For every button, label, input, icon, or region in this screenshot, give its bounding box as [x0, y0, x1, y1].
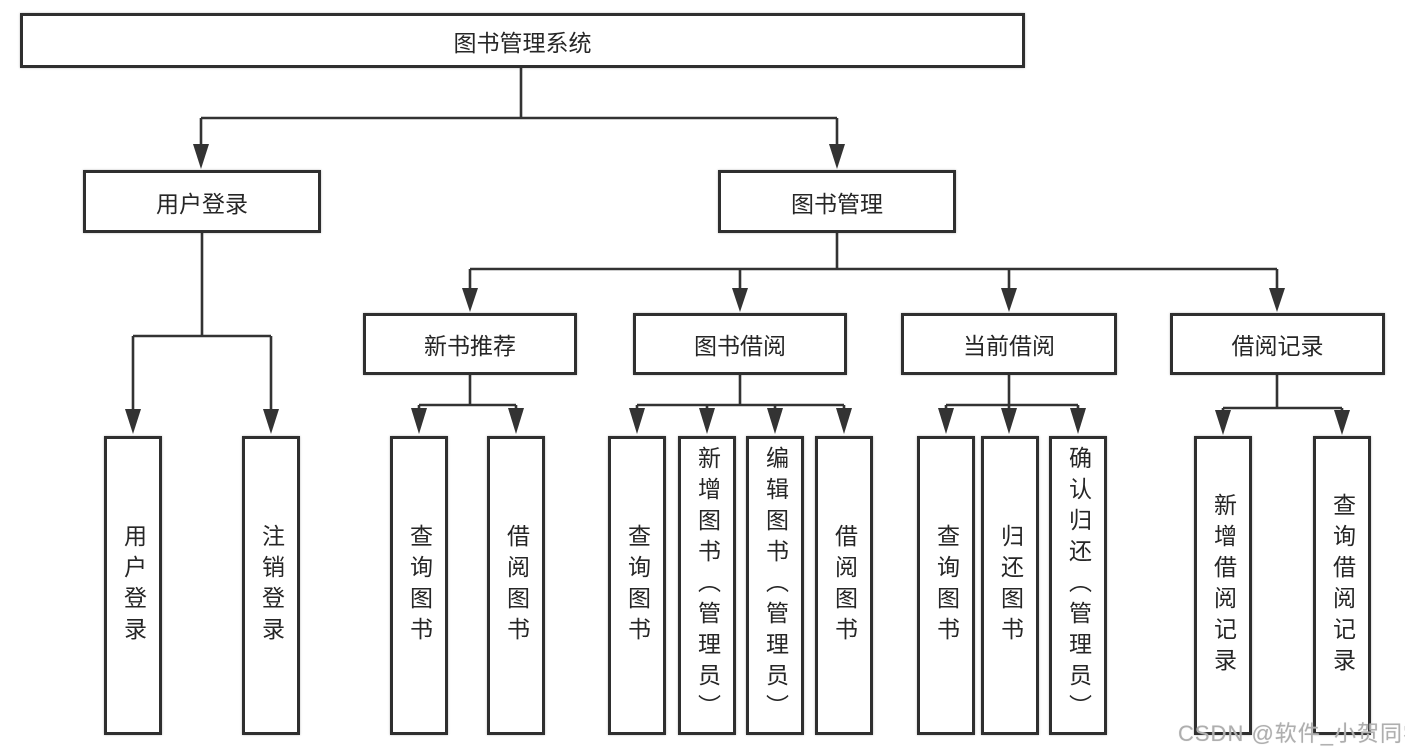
node-label: 新书推荐: [424, 333, 516, 359]
arrowhead: [508, 408, 524, 434]
leaf-label: 用户登录: [120, 523, 147, 648]
connector-newbook-to-leaves: [411, 375, 524, 434]
node-label: 图书借阅: [694, 333, 786, 359]
arrowhead: [1001, 288, 1017, 312]
arrowhead: [462, 288, 478, 312]
leaf-borrow-book: 借阅图书: [815, 436, 873, 735]
leaf-label: 确认归还（管理员）: [1065, 446, 1092, 725]
node-book-management: 图书管理: [718, 170, 956, 233]
arrowhead: [411, 408, 427, 434]
leaf-label: 新增图书（管理员）: [694, 446, 721, 725]
leaf-label: 借阅图书: [831, 523, 858, 648]
arrowhead: [938, 408, 954, 434]
node-label: 借阅记录: [1231, 333, 1324, 359]
leaf-query-book: 查询图书: [608, 436, 666, 735]
leaf-confirm-return-admin: 确认归还（管理员）: [1049, 436, 1107, 735]
leaf-user-login: 用户登录: [104, 436, 162, 735]
arrowhead: [836, 408, 852, 434]
arrowhead: [829, 144, 845, 169]
leaf-logout: 注销登录: [242, 436, 300, 735]
node-label: 用户登录: [156, 190, 248, 217]
arrowhead: [1070, 408, 1086, 434]
leaf-label: 借阅图书: [503, 523, 530, 648]
leaf-edit-book-admin: 编辑图书（管理员）: [746, 436, 804, 735]
leaf-label: 编辑图书（管理员）: [762, 446, 789, 725]
connector-userlogin-to-leaves: [125, 233, 279, 434]
node-library-management-system: 图书管理系统: [20, 13, 1025, 68]
arrowhead: [767, 408, 783, 434]
csdn-watermark: CSDN @软件_小贺同学: [1178, 721, 1405, 746]
arrowhead: [1215, 410, 1231, 435]
node-label: 图书管理系统: [453, 29, 592, 56]
node-new-book-recommend: 新书推荐: [363, 313, 577, 375]
connector-bookborrow-to-leaves: [629, 375, 852, 434]
leaf-label: 查询图书: [406, 523, 433, 648]
connector-currentborrow-to-leaves: [938, 375, 1086, 434]
arrowhead: [125, 409, 141, 434]
arrowhead: [699, 408, 715, 434]
leaf-query-borrow-record: 查询借阅记录: [1313, 436, 1371, 735]
arrowhead: [629, 408, 645, 434]
connector-root-to-level2: [193, 68, 845, 169]
leaf-label: 注销登录: [258, 523, 285, 648]
node-book-borrow: 图书借阅: [633, 313, 847, 375]
leaf-label: 查询借阅记录: [1329, 492, 1356, 679]
leaf-label: 查询图书: [624, 523, 651, 648]
arrowhead: [263, 409, 279, 434]
arrowhead: [193, 144, 209, 169]
arrowhead: [1334, 410, 1350, 435]
node-label: 当前借阅: [963, 333, 1055, 359]
leaf-label: 查询图书: [933, 523, 960, 648]
leaf-return-book: 归还图书: [981, 436, 1039, 735]
node-current-borrow: 当前借阅: [901, 313, 1117, 375]
leaf-query-book: 查询图书: [390, 436, 448, 735]
connector-bookmgmt-to-level3: [462, 233, 1285, 312]
node-label: 图书管理: [791, 190, 883, 217]
leaf-label: 新增借阅记录: [1210, 492, 1237, 679]
node-user-login: 用户登录: [83, 170, 321, 233]
arrowhead: [1269, 288, 1285, 312]
connector-borrowrecord-to-leaves: [1215, 375, 1350, 435]
leaf-add-book-admin: 新增图书（管理员）: [678, 436, 736, 735]
arrowhead: [732, 288, 748, 312]
node-borrow-record: 借阅记录: [1170, 313, 1385, 375]
arrowhead: [1001, 408, 1017, 434]
leaf-query-book: 查询图书: [917, 436, 975, 735]
leaf-borrow-book: 借阅图书: [487, 436, 545, 735]
leaf-label: 归还图书: [997, 523, 1024, 648]
leaf-add-borrow-record: 新增借阅记录: [1194, 436, 1252, 735]
